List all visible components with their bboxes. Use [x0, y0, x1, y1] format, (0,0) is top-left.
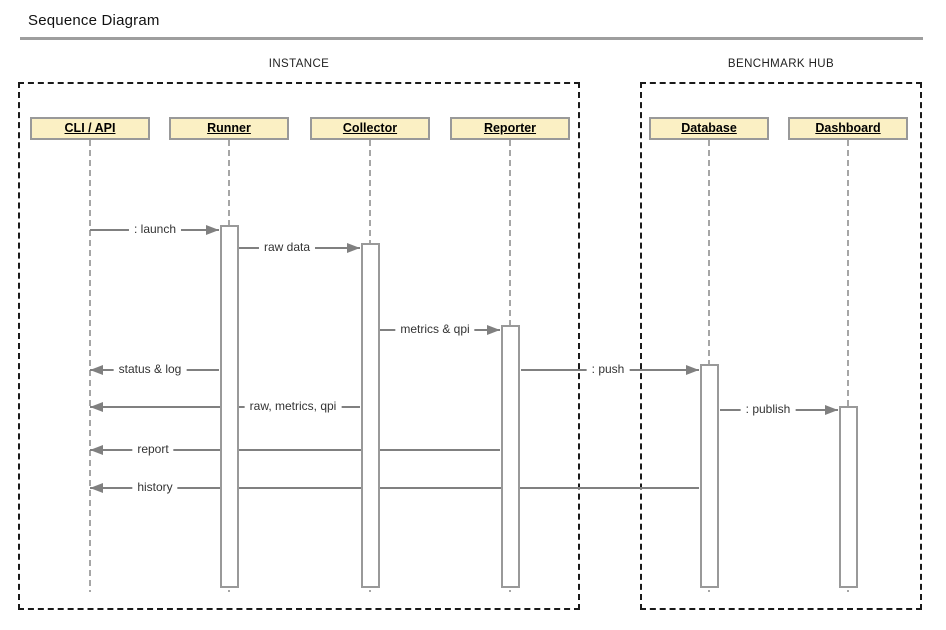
activation-bar-database — [700, 364, 719, 588]
message-line-report — [90, 449, 500, 451]
message-arrowhead-raw-data — [347, 243, 360, 253]
message-arrowhead-launch — [206, 225, 219, 235]
activation-bar-reporter — [501, 325, 520, 588]
message-label-push: : push — [586, 362, 630, 377]
lifeline-dashboard — [847, 140, 849, 592]
participant-box-dashboard: Dashboard — [788, 117, 908, 140]
frame-instance — [18, 82, 580, 610]
message-arrowhead-metrics-qpi — [487, 325, 500, 335]
message-label-launch: : launch — [128, 222, 182, 237]
message-label-raw-metrics-qpi: raw, metrics, qpi — [244, 399, 342, 414]
message-arrowhead-raw-metrics-qpi — [90, 402, 103, 412]
message-arrowhead-report — [90, 445, 103, 455]
message-label-metrics-qpi: metrics & qpi — [395, 322, 475, 337]
activation-bar-dashboard — [839, 406, 858, 588]
participant-box-collector: Collector — [310, 117, 430, 140]
message-label-report: report — [132, 442, 174, 457]
message-label-history: history — [132, 480, 178, 495]
participant-box-reporter: Reporter — [450, 117, 570, 140]
participant-box-runner: Runner — [169, 117, 289, 140]
message-label-publish: : publish — [740, 402, 796, 417]
participant-box-database: Database — [649, 117, 769, 140]
page-title: Sequence Diagram — [28, 12, 160, 29]
activation-bar-collector — [361, 243, 380, 588]
message-arrowhead-status-log — [90, 365, 103, 375]
frame-label-benchmark-hub: BENCHMARK HUB — [727, 58, 835, 70]
message-arrowhead-history — [90, 483, 103, 493]
message-label-status-log: status & log — [113, 362, 187, 377]
frame-benchmark-hub — [640, 82, 922, 610]
message-line-history — [90, 487, 699, 489]
message-arrowhead-push — [686, 365, 699, 375]
activation-bar-runner — [220, 225, 239, 588]
message-arrowhead-publish — [825, 405, 838, 415]
participant-box-cli: CLI / API — [30, 117, 150, 140]
frame-label-instance: INSTANCE — [268, 58, 330, 70]
title-rule — [20, 37, 923, 40]
message-label-raw-data: raw data — [258, 240, 316, 255]
